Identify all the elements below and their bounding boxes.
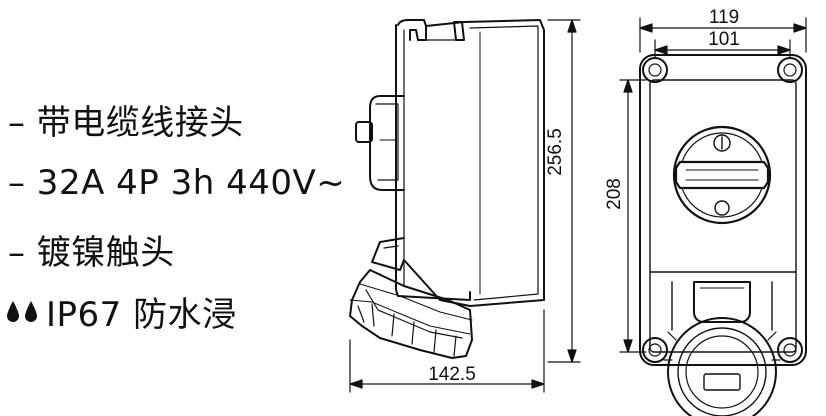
- ip-drops: [6, 300, 38, 324]
- spec-cable-connector: – 带电缆线接头: [8, 103, 244, 143]
- water-drop-icon: [24, 300, 38, 324]
- dim-side-height: 256.5: [545, 128, 566, 176]
- spec-ip-text: IP67 防水浸: [46, 295, 237, 335]
- spec-ip-rating-row: IP67 防水浸: [6, 287, 237, 336]
- water-drop-icon: [6, 300, 20, 324]
- spec-rating: – 32A 4P 3h 440V~: [8, 163, 346, 203]
- dim-front-hole-height: 208: [604, 178, 625, 210]
- spec-contacts: – 镀镍触头: [8, 233, 175, 273]
- side-dimensions: [349, 19, 581, 393]
- dim-front-hole-width: 101: [708, 29, 740, 50]
- front-dimensions: [619, 17, 807, 353]
- side-view: [349, 19, 545, 359]
- front-view: [639, 54, 807, 416]
- dim-front-outer-width: 119: [709, 7, 739, 28]
- dim-side-depth: 142.5: [428, 364, 476, 385]
